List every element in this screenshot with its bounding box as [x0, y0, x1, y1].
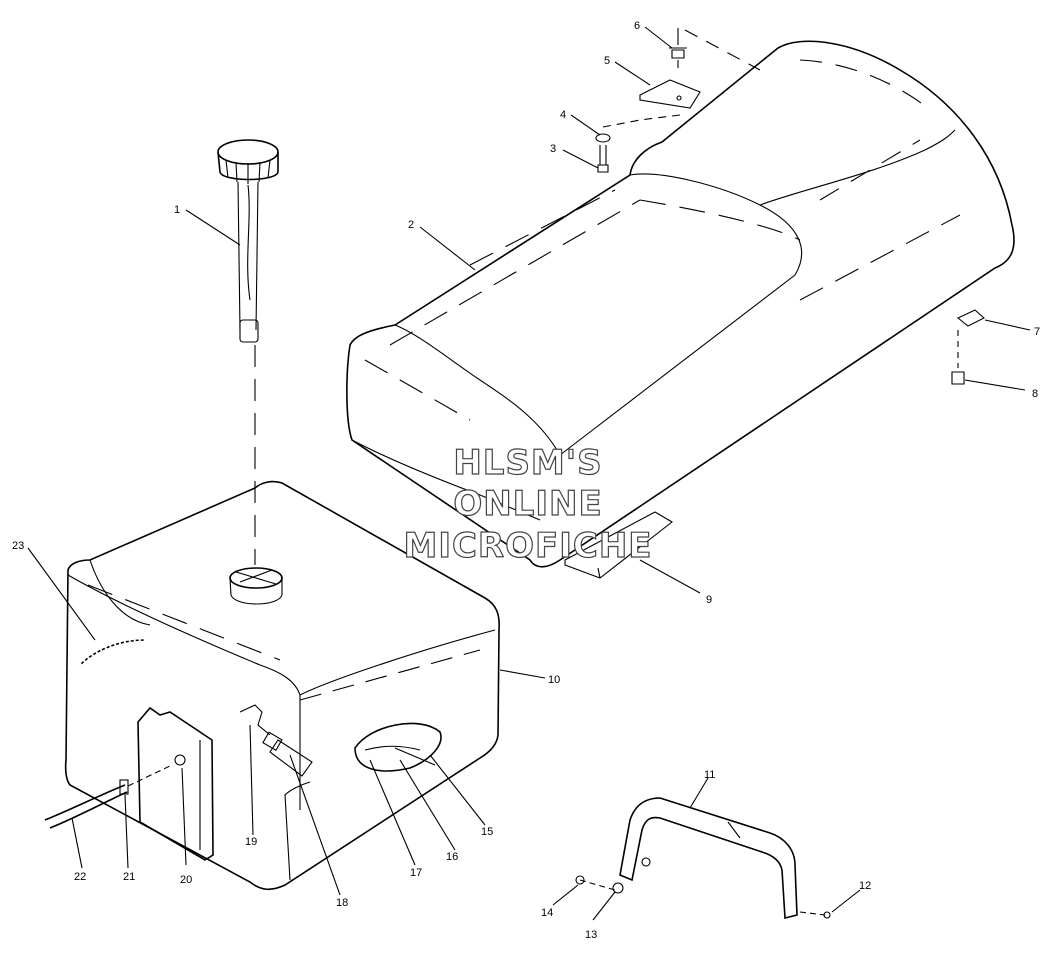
- callout-6: 6: [634, 20, 640, 32]
- fuel-tank: [44, 480, 500, 891]
- callout-22: 22: [74, 871, 86, 883]
- callout-1: 1: [174, 204, 180, 216]
- callout-21: 21: [123, 871, 135, 883]
- watermark: HLSM'S ONLINE MICROFICHE: [403, 442, 652, 566]
- callout-15: 15: [481, 826, 493, 838]
- callout-14: 14: [541, 907, 553, 919]
- callout-12: 12: [859, 880, 871, 892]
- seat-hardware: [595, 28, 985, 385]
- callout-20: 20: [180, 874, 192, 886]
- watermark-line-3: MICROFICHE: [403, 526, 652, 566]
- callout-4: 4: [560, 109, 566, 121]
- callout-3: 3: [550, 143, 556, 155]
- callout-11: 11: [704, 769, 715, 781]
- callout-13: 13: [585, 929, 597, 941]
- watermark-line-2: ONLINE: [453, 484, 602, 524]
- callout-8: 8: [1032, 388, 1038, 400]
- callout-23: 23: [12, 540, 24, 552]
- callout-7: 7: [1034, 326, 1040, 338]
- callout-16: 16: [446, 851, 458, 863]
- tank-strap: [575, 797, 831, 920]
- callout-18: 18: [336, 897, 348, 909]
- watermark-line-1: HLSM'S: [453, 443, 602, 483]
- callout-19: 19: [245, 836, 257, 848]
- callout-2: 2: [408, 219, 414, 231]
- callout-17: 17: [410, 867, 422, 879]
- gas-cap: [217, 139, 279, 565]
- seat: [346, 40, 1015, 579]
- callout-10: 10: [548, 674, 560, 686]
- leader-lines: [27, 26, 1031, 921]
- callout-labels: 1 2 3 4 5 6 7 8 9 10 11 12 13 14 15 16 1…: [12, 20, 1040, 941]
- callout-9: 9: [706, 594, 712, 606]
- callout-5: 5: [604, 55, 610, 67]
